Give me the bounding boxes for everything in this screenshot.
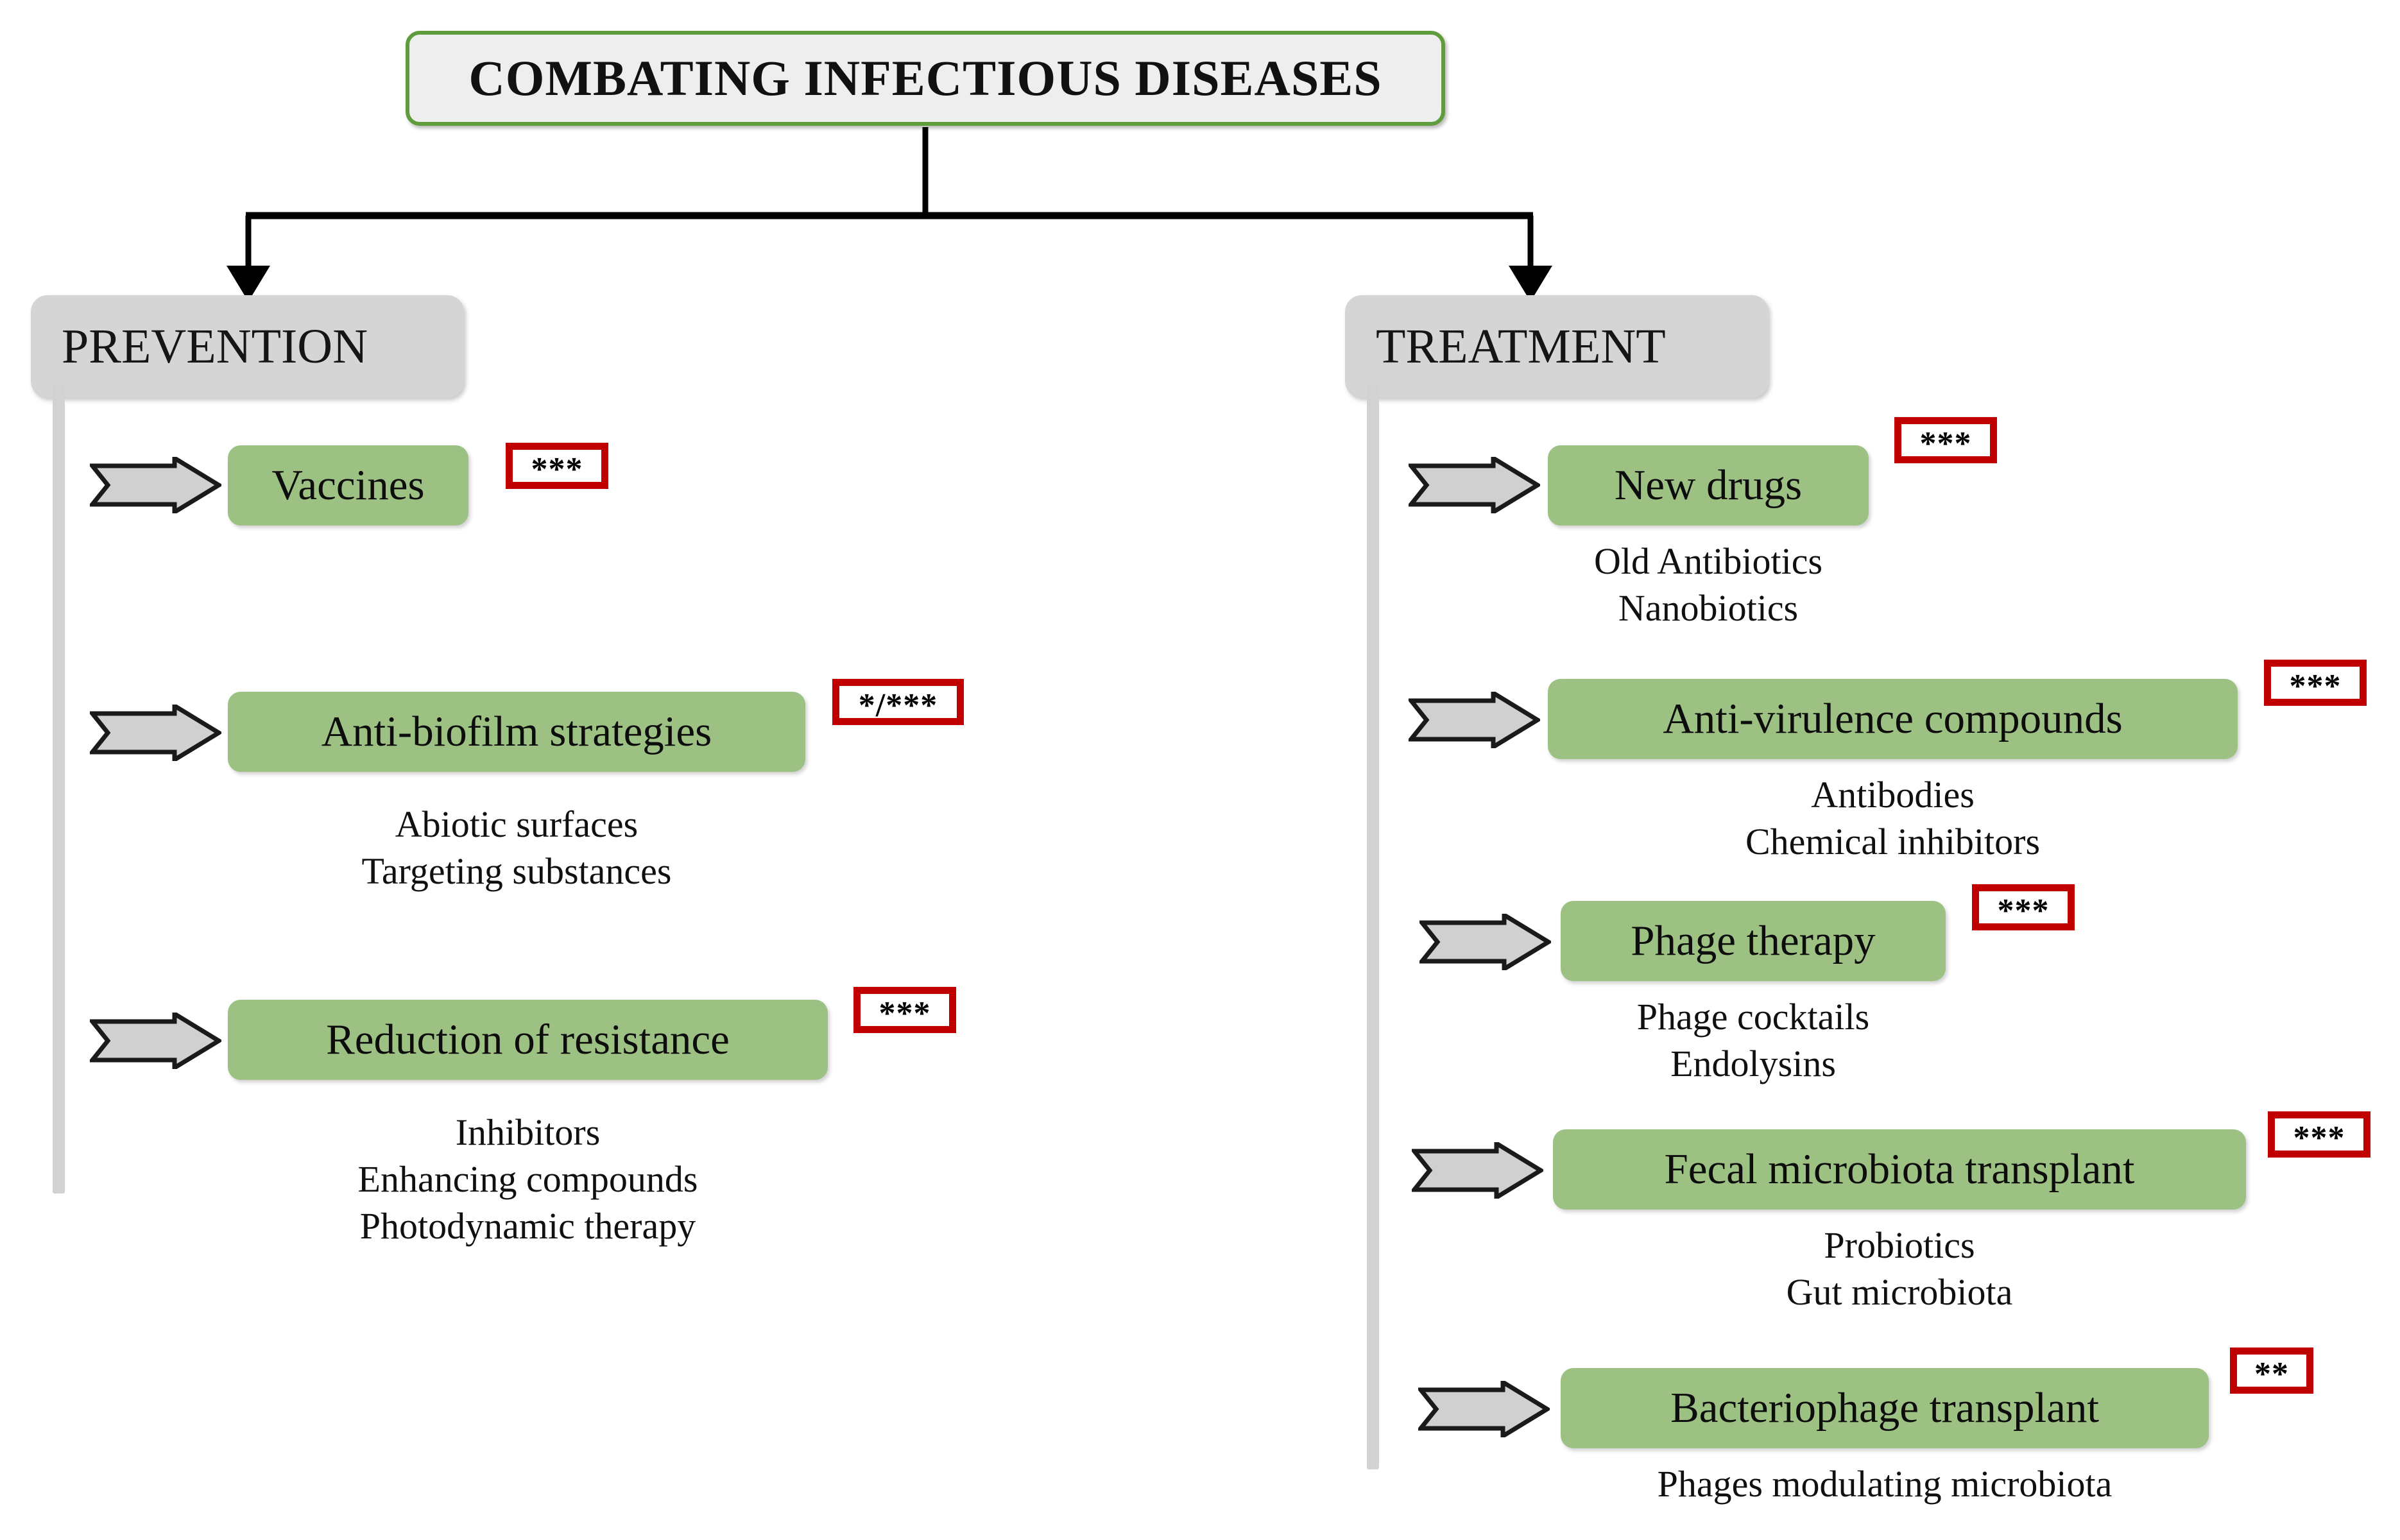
list-item: Targeting substances — [361, 850, 672, 893]
subitem-list: Inhibitors Enhancing compounds Photodyna… — [228, 1109, 828, 1249]
evidence-badge: *** — [1894, 417, 1997, 463]
subitem-list: Old Antibiotics Nanobiotics — [1548, 538, 1869, 631]
subitem-list: Abiotic surfaces Targeting substances — [228, 801, 805, 894]
block-arrow-icon — [90, 705, 221, 761]
strategy-box-phage-therapy-label: Phage therapy — [1631, 917, 1876, 964]
evidence-badge-text: *** — [531, 451, 583, 488]
evidence-badge-text: *** — [1919, 425, 1972, 462]
evidence-badge-text: *** — [2289, 668, 2342, 705]
list-item: Endolysins — [1670, 1043, 1836, 1085]
list-item: Gut microbiota — [1786, 1271, 2013, 1313]
evidence-badge: *** — [853, 987, 956, 1033]
evidence-badge: *** — [2264, 660, 2367, 706]
strategy-box-bacteriophage-transplant-label: Bacteriophage transplant — [1670, 1384, 2099, 1432]
root-title-text: COMBATING INFECTIOUS DISEASES — [468, 50, 1382, 106]
evidence-badge-text: *** — [879, 995, 931, 1032]
block-arrow-icon — [90, 1013, 221, 1069]
strategy-box-vaccines-label: Vaccines — [271, 461, 425, 509]
list-item: Photodynamic therapy — [359, 1205, 696, 1247]
strategy-box-phage-therapy[interactable]: Phage therapy — [1561, 901, 1946, 981]
strategy-box-anti-biofilm-strategies[interactable]: Anti-biofilm strategies — [228, 692, 805, 772]
block-arrow-icon — [1409, 457, 1540, 513]
list-item: Inhibitors — [455, 1111, 601, 1153]
strategy-box-anti-virulence-compounds[interactable]: Anti-virulence compounds — [1548, 679, 2238, 759]
evidence-badge: */*** — [832, 679, 964, 725]
branch-spine-treatment — [1367, 385, 1379, 1469]
list-item: Antibodies — [1811, 774, 1975, 816]
list-item: Probiotics — [1824, 1224, 1975, 1266]
strategy-box-reduction-of-resistance[interactable]: Reduction of resistance — [228, 1000, 828, 1080]
evidence-badge: ** — [2230, 1348, 2313, 1394]
block-arrow-icon — [1409, 692, 1540, 748]
strategy-box-anti-virulence-compounds-label: Anti-virulence compounds — [1663, 695, 2123, 742]
block-arrow-icon — [1412, 1142, 1543, 1199]
evidence-badge: *** — [2268, 1111, 2370, 1158]
subitem-list: Phages modulating microbiota — [1561, 1460, 2209, 1507]
branch-spine-prevention — [53, 385, 65, 1194]
evidence-badge-text: *** — [2293, 1120, 2345, 1156]
evidence-badge-text: ** — [2254, 1356, 2289, 1392]
evidence-badge: *** — [506, 443, 608, 489]
evidence-badge: *** — [1972, 884, 2075, 930]
strategy-box-bacteriophage-transplant[interactable]: Bacteriophage transplant — [1561, 1368, 2209, 1448]
evidence-badge-text: *** — [1997, 893, 2050, 929]
strategy-box-new-drugs-label: New drugs — [1614, 461, 1803, 509]
strategy-box-vaccines[interactable]: Vaccines — [228, 445, 468, 526]
strategy-box-new-drugs[interactable]: New drugs — [1548, 445, 1869, 526]
subitem-list: Probiotics Gut microbiota — [1553, 1222, 2246, 1315]
branch-header-prevention: PREVENTION — [31, 295, 464, 398]
block-arrow-icon — [90, 457, 221, 513]
block-arrow-icon — [1419, 914, 1551, 970]
strategy-box-fecal-microbiota-transplant-label: Fecal microbiota transplant — [1664, 1145, 2135, 1193]
branch-header-prevention-label: PREVENTION — [62, 319, 368, 373]
root-title-box: COMBATING INFECTIOUS DISEASES — [406, 31, 1445, 126]
subitem-list: Phage cocktails Endolysins — [1561, 993, 1946, 1087]
strategy-box-reduction-of-resistance-label: Reduction of resistance — [326, 1016, 730, 1063]
branch-header-treatment-label: TREATMENT — [1376, 319, 1666, 373]
branch-header-treatment: TREATMENT — [1345, 295, 1769, 398]
block-arrow-icon — [1418, 1381, 1550, 1437]
strategy-box-fecal-microbiota-transplant[interactable]: Fecal microbiota transplant — [1553, 1129, 2246, 1210]
list-item: Nanobiotics — [1618, 587, 1799, 629]
subitem-list: Antibodies Chemical inhibitors — [1548, 771, 2238, 865]
list-item: Phage cocktails — [1636, 996, 1870, 1038]
list-item: Phages modulating microbiota — [1657, 1463, 2113, 1505]
list-item: Abiotic surfaces — [395, 803, 639, 845]
list-item: Enhancing compounds — [357, 1158, 698, 1201]
list-item: Old Antibiotics — [1593, 540, 1823, 582]
list-item: Chemical inhibitors — [1745, 821, 2041, 863]
evidence-badge-text: */*** — [858, 687, 938, 724]
strategy-box-anti-biofilm-strategies-label: Anti-biofilm strategies — [321, 708, 712, 755]
